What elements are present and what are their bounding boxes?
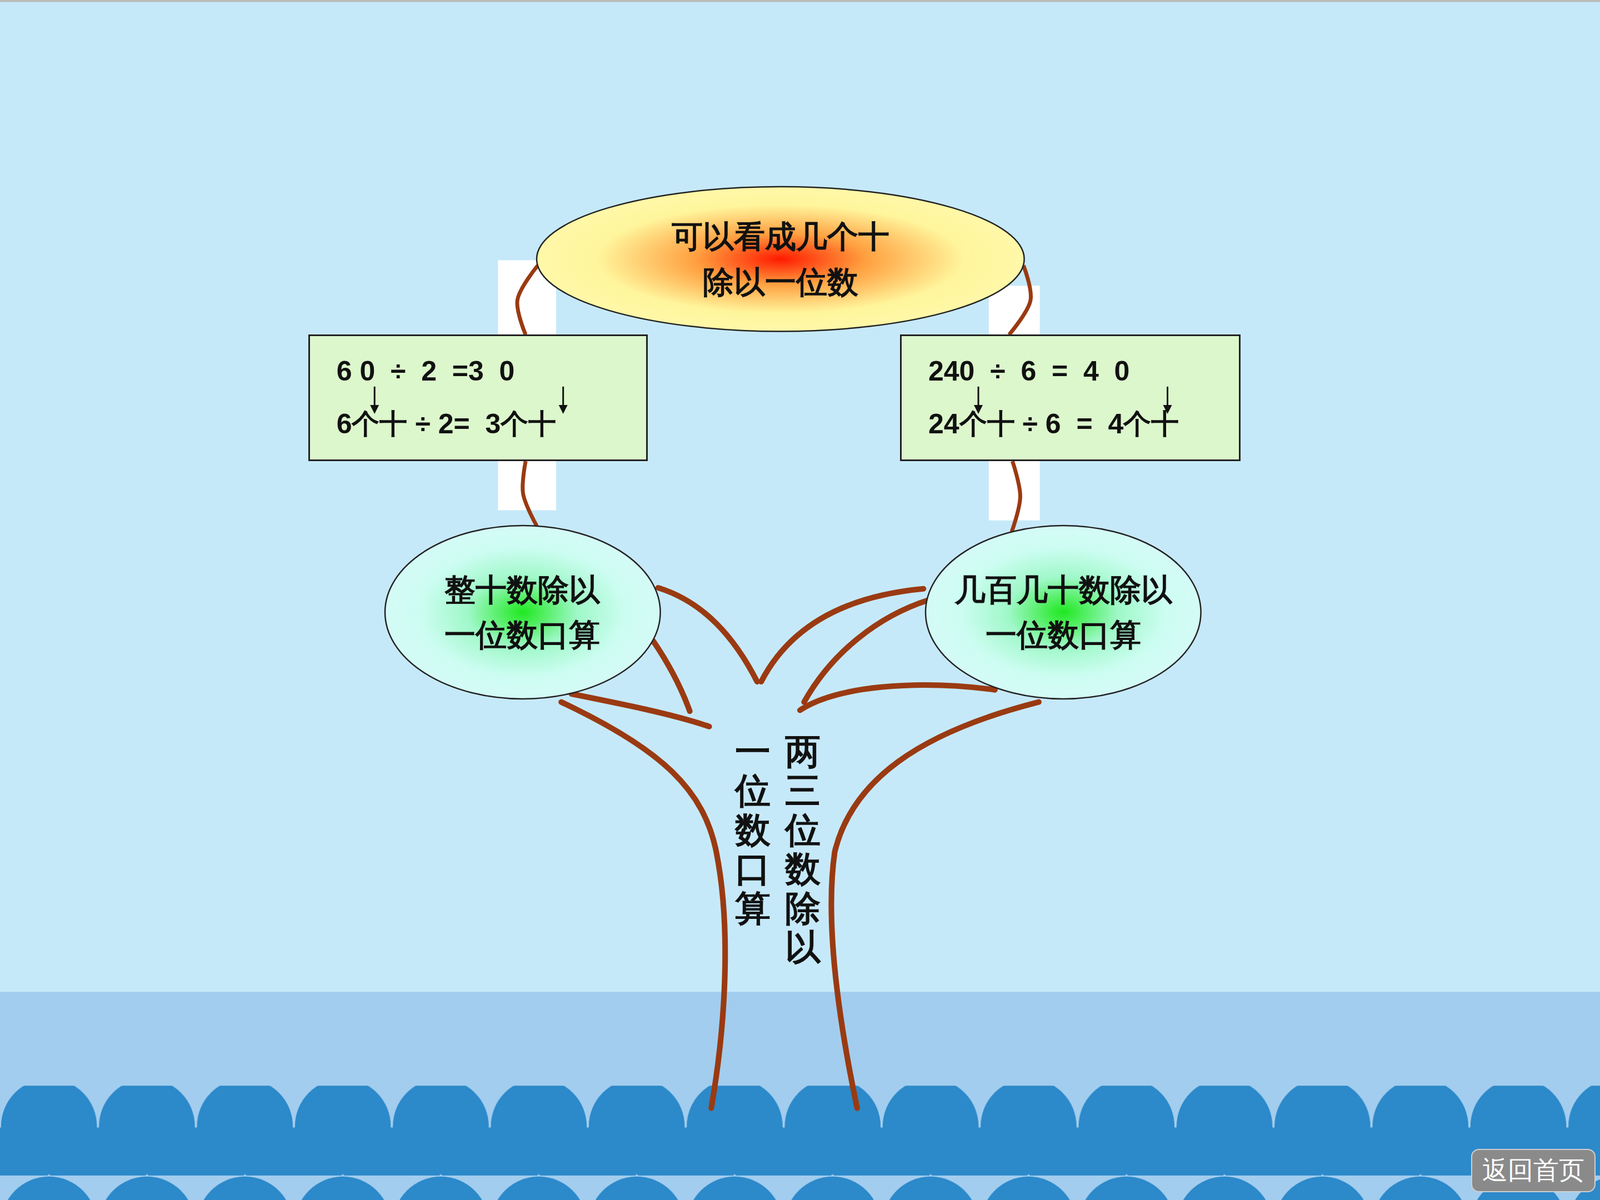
- trunk-text: 一位数口算: [735, 732, 771, 928]
- ellipse-outline: [924, 524, 1203, 700]
- topic-ellipse: 可以看成几个十除以一位数: [535, 185, 1026, 333]
- home-button: 返回首页: [1471, 1148, 1596, 1193]
- topic-text: 可以看成几个十除以一位数: [667, 213, 895, 304]
- formula-text: 6 0 ÷ 2 =3 0: [336, 356, 620, 387]
- water-band: [0, 991, 1600, 1200]
- top-rule: [0, 0, 1600, 3]
- formula-text: 240 ÷ 6 = 4 0: [928, 356, 1213, 387]
- topic-ellipse: 几百几十数除以一位数口算: [924, 524, 1203, 700]
- formula-box: 240 ÷ 6 = 4 0 24个十 ÷ 6 = 4个十: [900, 334, 1241, 462]
- ellipse-outline: [383, 524, 662, 700]
- bracket-connector: [517, 265, 538, 335]
- formula-text: 6个十 ÷ 2= 3个十: [336, 408, 620, 440]
- formula-text: 24个十 ÷ 6 = 4个十: [928, 408, 1213, 440]
- ellipse-outline: [535, 185, 1026, 333]
- topic-ellipse: 整十数除以一位数口算: [383, 524, 662, 700]
- trunk-text: 两三位数除以: [785, 732, 821, 967]
- bracket-connector: [1011, 461, 1020, 532]
- topic-text: 几百几十数除以一位数口算: [949, 567, 1177, 658]
- down-arrows: [901, 336, 1243, 463]
- formula-box: 6 0 ÷ 2 =3 0 6个十 ÷ 2= 3个十: [308, 334, 649, 462]
- topic-text: 整十数除以一位数口算: [440, 567, 605, 658]
- down-arrows: [310, 336, 650, 463]
- bracket-connector: [522, 461, 538, 527]
- waves: [0, 1085, 1600, 1200]
